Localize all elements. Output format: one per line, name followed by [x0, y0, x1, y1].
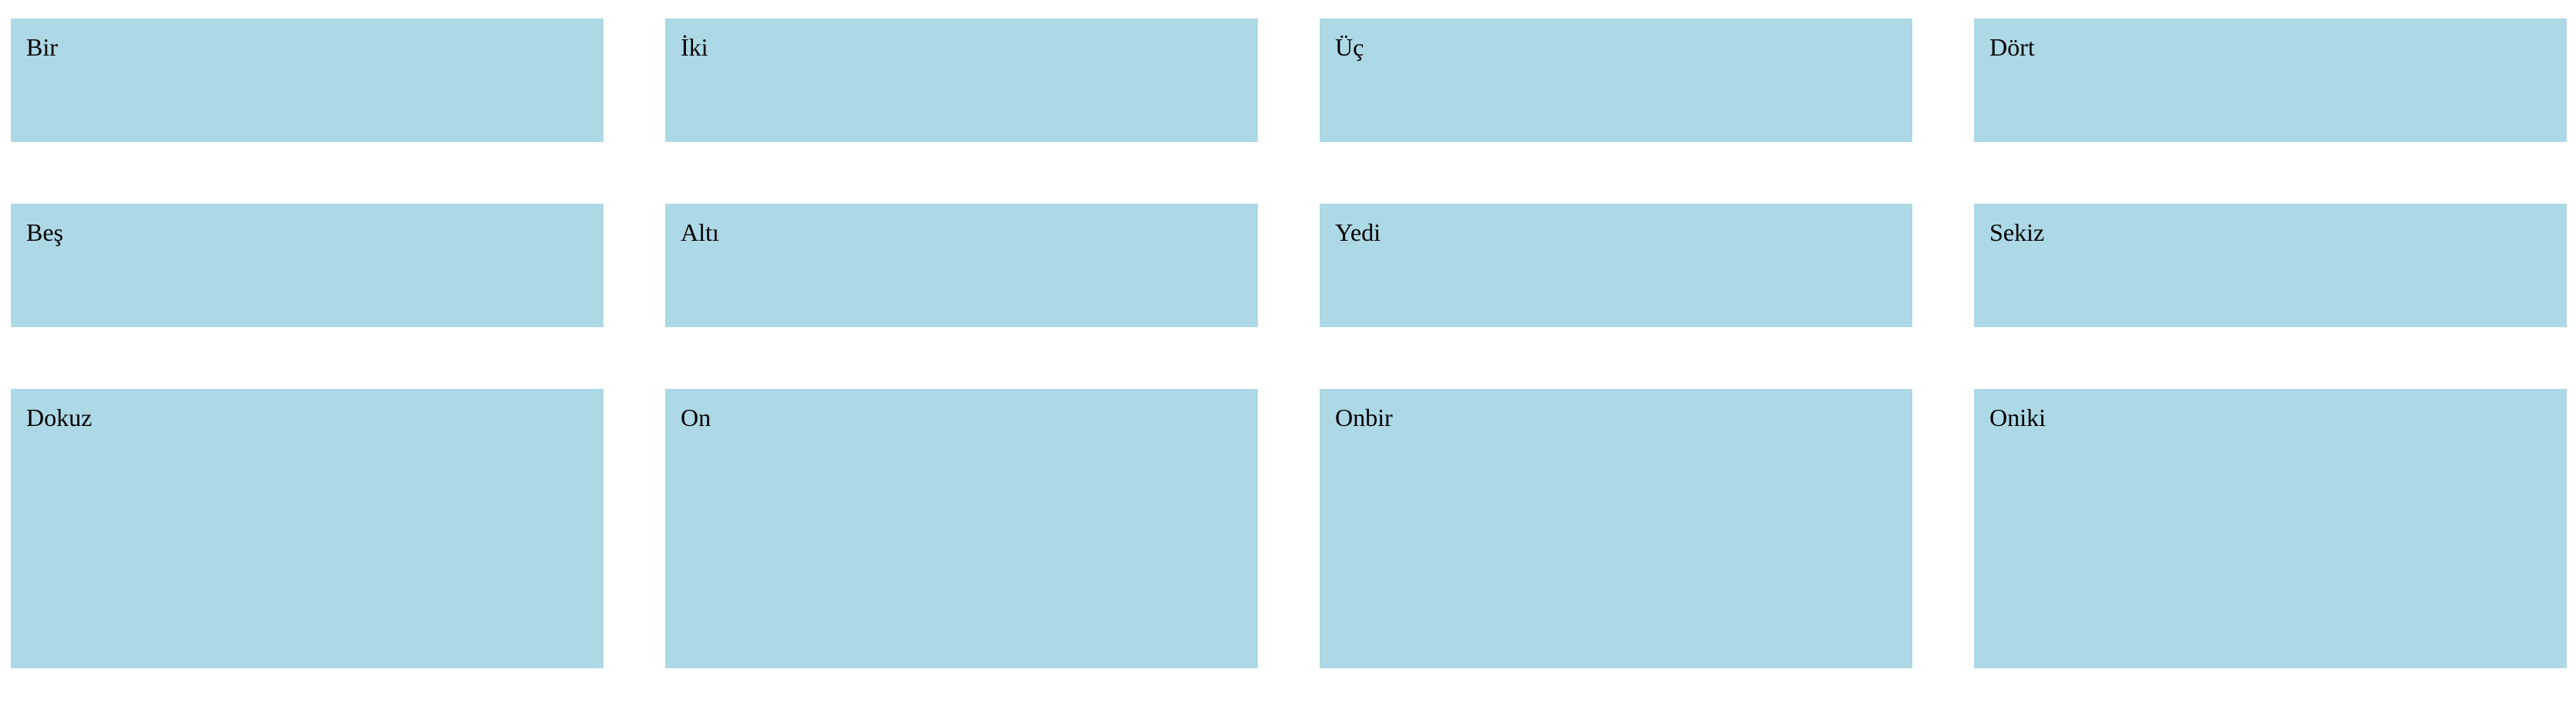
box-10: On [665, 389, 1258, 668]
box-label: Dokuz [26, 404, 93, 431]
box-label: İki [681, 33, 708, 61]
box-label: Üç [1335, 33, 1364, 61]
box-5: Beş [11, 204, 603, 327]
box-9: Dokuz [11, 389, 603, 668]
box-7: Yedi [1320, 204, 1912, 327]
box-3: Üç [1320, 19, 1912, 142]
box-4: Dört [1974, 19, 2567, 142]
box-6: Altı [665, 204, 1258, 327]
box-12: Oniki [1974, 389, 2567, 668]
box-label: Onbir [1335, 404, 1393, 431]
box-grid: Bir İki Üç Dört Beş Altı Yedi Sekiz Doku… [11, 19, 2567, 668]
box-8: Sekiz [1974, 204, 2567, 327]
box-label: Altı [681, 218, 719, 246]
box-label: Bir [26, 33, 58, 61]
box-11: Onbir [1320, 389, 1912, 668]
box-label: Sekiz [1989, 218, 2045, 246]
box-label: Dört [1989, 33, 2035, 61]
box-1: Bir [11, 19, 603, 142]
box-2: İki [665, 19, 1258, 142]
box-label: Oniki [1989, 404, 2046, 431]
box-label: On [681, 404, 712, 431]
box-label: Beş [26, 218, 63, 246]
box-label: Yedi [1335, 218, 1381, 246]
